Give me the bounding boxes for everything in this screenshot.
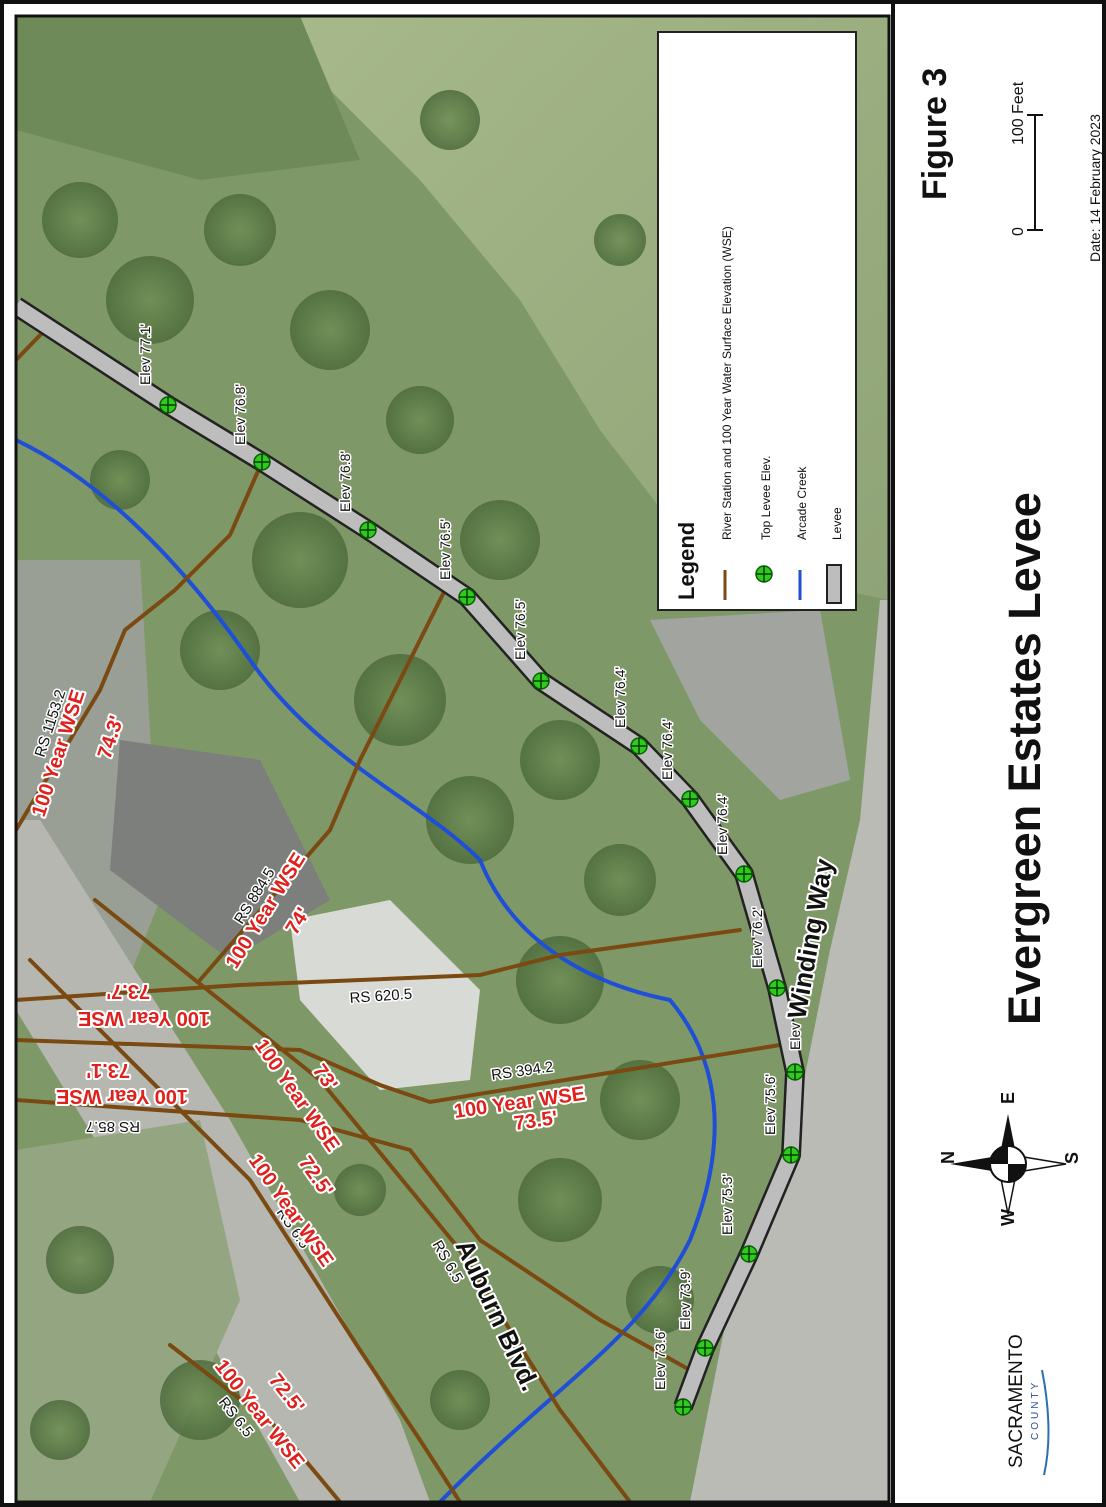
elevation-labels: Elev 77.1' Elev 76.8' Elev 76.8' Elev 76.5'… (136, 322, 805, 1391)
north-arrow-w: W (998, 1209, 1018, 1226)
elevation-label: Elev 75.9' (787, 989, 803, 1050)
top-levee-point (674, 1398, 692, 1416)
top-levee-point (681, 790, 699, 808)
elevation-label: Elev 73.9' (677, 1269, 693, 1330)
river-station-lines (16, 328, 782, 1502)
elevation-label: Elev 76.2' (749, 907, 765, 968)
top-levee-point (532, 672, 550, 690)
north-arrow (950, 1114, 1067, 1215)
top-levee-point (782, 1146, 800, 1164)
top-levee-point (359, 521, 377, 539)
rs-6-5-line-b (93, 898, 632, 1502)
north-arrow-e: E (998, 1092, 1018, 1104)
legend-levee-swatch (826, 564, 842, 604)
rs-620-wse-label: 100 Year WSE (78, 1007, 210, 1029)
north-arrow-s: S (1062, 1152, 1082, 1164)
rs-85-wse-value: 73.1' (86, 1059, 130, 1081)
legend-box (657, 31, 857, 611)
scale-bar-end-label: 100 Feet (1010, 81, 1027, 145)
rs-884-line (198, 586, 448, 982)
tree-canopy (30, 90, 808, 1460)
elevation-label: Elev 75.6' (762, 1074, 778, 1135)
elevation-label: Elev 76.8' (337, 451, 353, 512)
rs-line-top (16, 328, 47, 362)
map-frame: Elev 77.1' Elev 76.8' Elev 76.8' Elev 76.5'… (16, 16, 889, 1502)
rs-6-5-line-c (168, 1343, 342, 1502)
elevation-label: Elev 76.8' (232, 384, 248, 445)
rs-85-label: RS 85.7 (86, 1118, 140, 1135)
figure-label: Figure 3 (916, 68, 954, 200)
elevation-label: Elev 73.6' (652, 1329, 668, 1390)
arcade-creek-line (16, 438, 717, 1502)
top-levee-point (768, 979, 786, 997)
auburn-road-surface (16, 820, 430, 1502)
north-arrow-north-point (950, 1156, 998, 1172)
scale-bar-start-label: 0 (1010, 227, 1027, 236)
scale-bar: 0 100 Feet (1010, 81, 1043, 236)
elevation-label: Elev 75.3' (719, 1174, 735, 1235)
rs-620-wse-value: 73.7' (106, 980, 150, 1002)
date-label: Date: 14 February 2023 (1087, 114, 1103, 262)
top-levee-point (740, 1245, 758, 1263)
building-white (290, 900, 480, 1090)
logo-line1: SACRAMENTO (1006, 1334, 1027, 1468)
rs-620-line (16, 928, 742, 1002)
sacramento-county-logo: SACRAMENTO COUNTY (1006, 1334, 1050, 1476)
elevation-label: Elev 76.5' (512, 599, 528, 660)
legend: Legend River Station and 100 Year Water … (657, 31, 857, 611)
top-levee-point (458, 588, 476, 606)
logo-line2: COUNTY (1030, 1380, 1041, 1440)
building-dark (110, 740, 330, 960)
elevation-label: Elev 76.4' (612, 667, 628, 728)
top-levee-points (159, 396, 804, 1416)
legend-rs-label: River Station and 100 Year Water Surface… (720, 226, 734, 540)
rs-85-wse-label: 100 Year WSE (56, 1085, 188, 1107)
legend-title: Legend (674, 522, 699, 600)
legend-levee-label: Levee (830, 507, 844, 540)
top-levee-point (253, 453, 271, 471)
elevation-label: Elev 77.1' (137, 324, 153, 385)
north-arrow-east-point (1000, 1114, 1016, 1154)
logo-wave-icon (1041, 1369, 1050, 1476)
top-levee-point (696, 1339, 714, 1357)
woodland (16, 16, 360, 180)
legend-creek-label: Arcade Creek (795, 466, 809, 540)
top-levee-point (159, 396, 177, 414)
elevation-label: Elev 76.4' (714, 794, 730, 855)
top-levee-point (630, 737, 648, 755)
rs-394-line (16, 1038, 782, 1105)
north-arrow-n: N (938, 1151, 958, 1164)
legend-point-swatch (755, 565, 773, 583)
rs-6-5-line-a (28, 958, 462, 1502)
legend-point-label: Top Levee Elev. (759, 456, 773, 541)
side-panel: Figure 3 0 100 Feet Date: 14 February 20… (916, 68, 1103, 1476)
map-title: Evergreen Estates Levee (999, 492, 1050, 1025)
top-levee-point (786, 1063, 804, 1081)
elevation-label: Elev 76.4' (659, 719, 675, 780)
map-border (14, 14, 891, 1504)
houses (650, 610, 850, 800)
rs-85-line (16, 1098, 692, 1372)
elevation-label: Elev 76.5' (437, 519, 453, 580)
top-levee-point (735, 865, 753, 883)
rs-1153-line (16, 460, 264, 832)
